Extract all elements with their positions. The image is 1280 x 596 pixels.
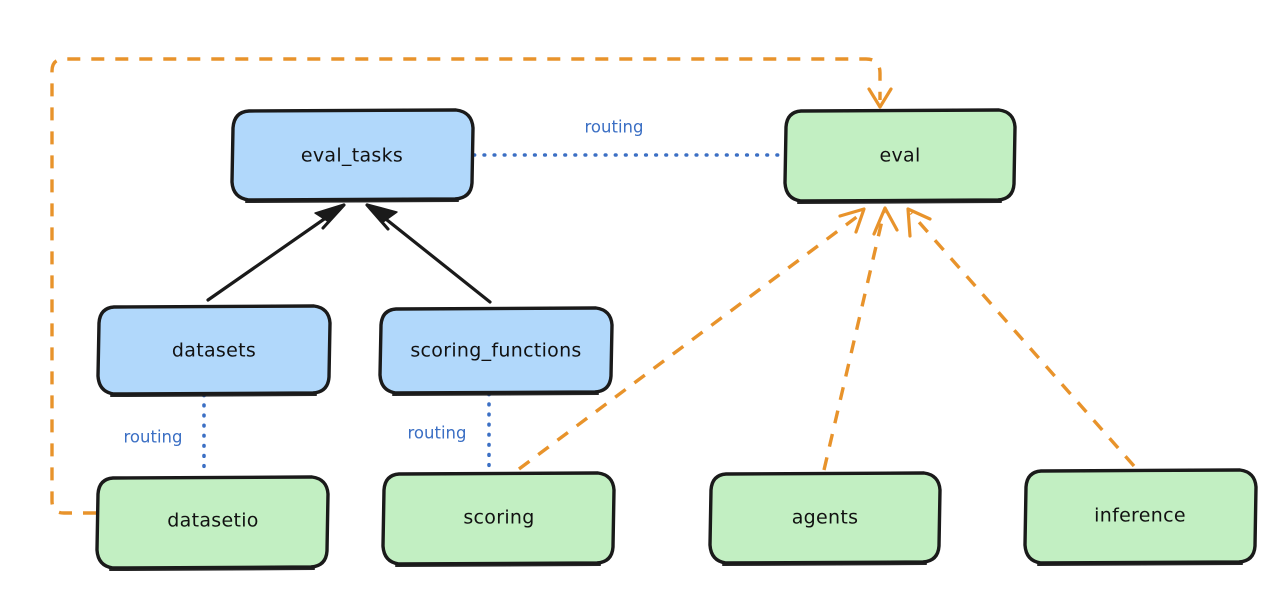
node-eval_tasks[interactable]: eval_tasks <box>230 108 475 204</box>
arrowhead-icon <box>366 203 398 223</box>
arrowhead-icon <box>867 87 893 109</box>
node-scoring_functions[interactable]: scoring_functions <box>378 306 614 397</box>
node-label-scoring_functions: scoring_functions <box>410 340 581 362</box>
node-label-agents: agents <box>792 507 859 529</box>
edge-label-routing-eval_tasks-eval: routing <box>585 118 644 137</box>
edge-scoring-to-eval <box>517 207 866 471</box>
edge-datasetio-to-eval <box>50 57 893 515</box>
edge-layer <box>50 57 1136 515</box>
arrowhead-icon <box>906 207 932 238</box>
node-datasetio[interactable]: datasetio <box>95 475 330 572</box>
node-label-datasets: datasets <box>172 340 256 362</box>
arrowhead-tail-icon <box>365 203 390 231</box>
node-scoring[interactable]: scoring <box>381 471 616 568</box>
node-label-datasetio: datasetio <box>167 510 258 532</box>
node-layer: eval_tasks eval datasets scoring_functio… <box>95 108 1258 572</box>
node-label-eval_tasks: eval_tasks <box>301 145 403 167</box>
arrowhead-tail-icon <box>321 203 346 230</box>
node-inference[interactable]: inference <box>1023 468 1258 567</box>
edge-label-routing-datasets-datasetio: routing <box>124 428 183 447</box>
node-datasets[interactable]: datasets <box>96 304 332 398</box>
node-label-eval: eval <box>879 145 920 167</box>
arrowhead-icon <box>838 207 866 234</box>
node-agents[interactable]: agents <box>708 471 942 567</box>
edge-label-routing-scoring_functions-scoring: routing <box>408 424 467 443</box>
node-eval[interactable]: eval <box>783 108 1017 205</box>
arrowhead-icon <box>872 206 899 236</box>
node-label-inference: inference <box>1094 505 1186 527</box>
edge-label-layer: routing routing routing <box>124 118 644 447</box>
edge-scoring_functions-to-eval_tasks <box>365 203 492 304</box>
edge-datasets-to-eval_tasks <box>206 203 346 302</box>
node-label-scoring: scoring <box>463 507 534 529</box>
edge-inference-to-eval <box>906 207 1136 468</box>
edge-agents-to-eval <box>822 206 899 471</box>
